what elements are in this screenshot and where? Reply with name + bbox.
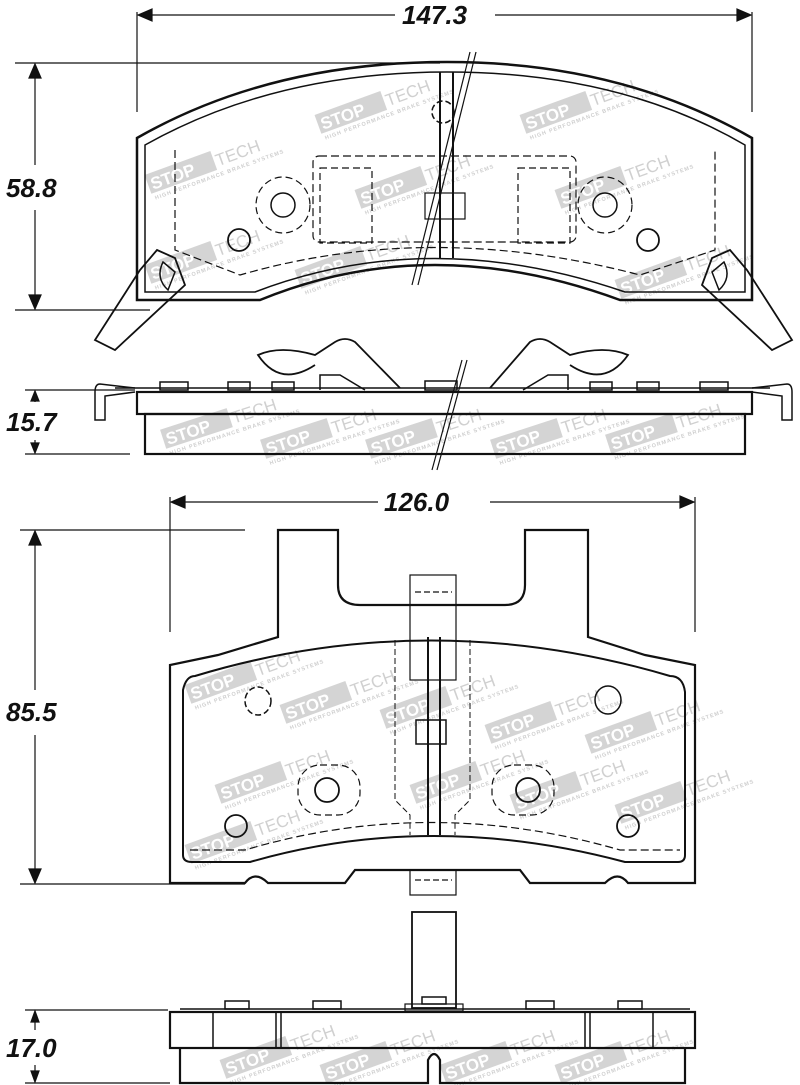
dimension-label-width-top: 147.3	[398, 2, 472, 28]
dimension-label-height-bottom: 85.5	[2, 699, 61, 725]
dimension-58-8	[15, 62, 440, 311]
dimension-label-thickness-bottom: 17.0	[2, 1035, 61, 1061]
dimension-126-0	[169, 495, 696, 632]
dimension-85-5	[20, 529, 245, 885]
bottom-pad-face-view	[168, 528, 757, 896]
bottom-pad-side-view	[168, 911, 697, 1085]
dimension-17-0	[25, 1009, 170, 1084]
dimension-label-height-top: 58.8	[2, 175, 61, 201]
dimension-label-width-bottom: 126.0	[380, 489, 454, 515]
top-pad-side-view	[94, 338, 793, 471]
dimension-15-7	[25, 389, 135, 455]
dimension-147-3	[136, 8, 753, 112]
top-pad-face-view	[93, 51, 794, 352]
dimension-label-thickness-top: 15.7	[2, 409, 61, 435]
